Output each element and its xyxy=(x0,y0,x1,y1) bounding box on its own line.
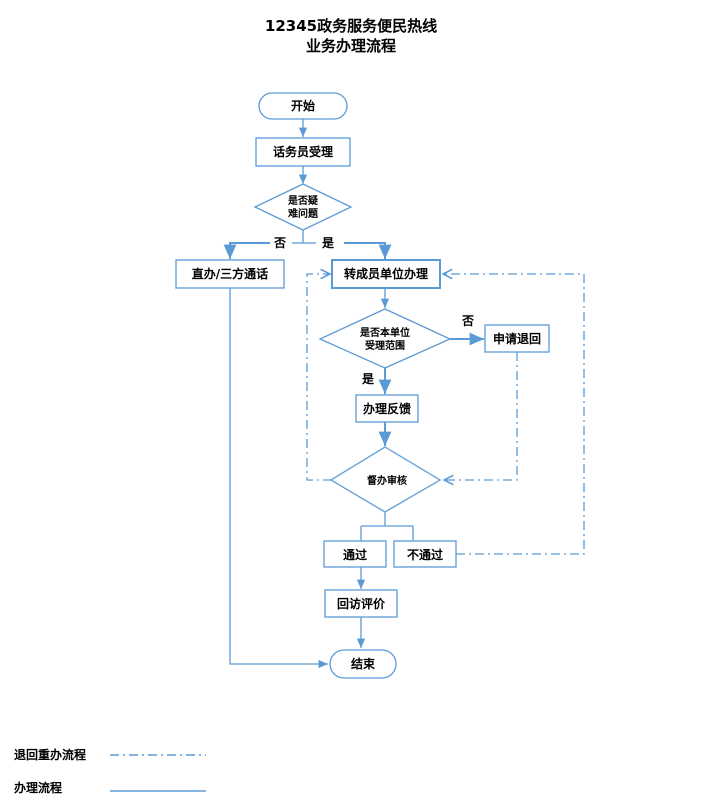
pass-label: 通过 xyxy=(343,547,367,562)
operator-accept-box xyxy=(255,137,351,167)
handle-feedback-box xyxy=(355,394,419,423)
review-label: 督办审核 xyxy=(367,474,407,487)
start-label: 开始 xyxy=(291,98,315,113)
edge-label-yes-1: 是 xyxy=(321,236,335,250)
apply-return-box xyxy=(484,324,550,353)
legend-normal-flow-label: 办理流程 xyxy=(14,780,62,795)
legend: 退回重办流程 办理流程 xyxy=(14,747,206,795)
return-visit-box xyxy=(324,589,398,618)
end-label: 结束 xyxy=(351,656,376,671)
edge-label-no-2: 否 xyxy=(461,314,474,328)
in-scope-decision xyxy=(318,308,452,369)
edge-decision1-yes xyxy=(344,242,392,259)
transfer-unit-box xyxy=(331,259,441,289)
edge-direct-to-end xyxy=(229,288,328,669)
diagram-title-line1: 12345政务服务便民热线 xyxy=(264,17,438,35)
return-visit-label: 回访评价 xyxy=(337,596,386,611)
edge-label-no-1: 否 xyxy=(273,236,286,250)
edge-decision1-no xyxy=(223,242,270,259)
operator-accept-label: 话务员受理 xyxy=(273,144,333,159)
direct-handle-label: 直办/三方通话 xyxy=(192,266,268,281)
transfer-unit-label: 转成员单位办理 xyxy=(344,266,428,281)
direct-handle-box xyxy=(175,259,285,289)
apply-return-label: 申请退回 xyxy=(493,331,541,346)
review-decision xyxy=(329,446,442,513)
in-scope-label-1: 是否本单位 xyxy=(359,326,410,339)
pass-box xyxy=(323,540,387,568)
edge-label-yes-2: 是 xyxy=(361,372,375,386)
end-terminal xyxy=(329,649,397,679)
handle-feedback-label: 办理反馈 xyxy=(363,401,411,416)
edge-review-back-to-transfer xyxy=(306,274,332,481)
fail-box xyxy=(393,540,457,568)
diagram-title-line2: 业务办理流程 xyxy=(305,37,396,55)
difficult-question-label-2: 难问题 xyxy=(287,207,319,220)
edge-apply-return-to-review xyxy=(444,352,518,480)
start-terminal xyxy=(258,92,348,120)
edge-fail-back-to-transfer xyxy=(443,274,585,555)
difficult-question-label-1: 是否疑 xyxy=(287,194,319,207)
legend-return-flow-label: 退回重办流程 xyxy=(14,747,86,762)
in-scope-label-2: 受理范围 xyxy=(365,339,405,352)
fail-label: 不通过 xyxy=(407,547,443,562)
difficult-question-decision xyxy=(253,183,353,231)
